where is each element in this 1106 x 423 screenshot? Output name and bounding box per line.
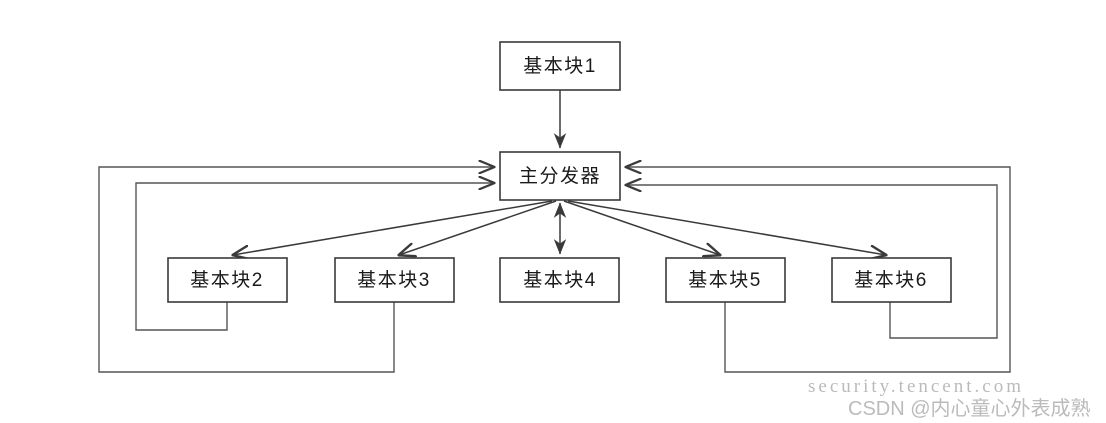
edge-return-block3 bbox=[98, 167, 494, 373]
node-block6-label: 基本块6 bbox=[854, 269, 928, 291]
node-block4[interactable]: 基本块4 bbox=[499, 257, 620, 303]
edge-dispatcher-to-block5 bbox=[563, 200, 720, 255]
node-dispatcher-label: 主分发器 bbox=[519, 165, 601, 187]
node-block3[interactable]: 基本块3 bbox=[334, 257, 455, 303]
node-block4-label: 基本块4 bbox=[523, 269, 597, 291]
node-block6[interactable]: 基本块6 bbox=[831, 257, 952, 303]
edge-dispatcher-to-block6 bbox=[567, 200, 886, 255]
watermark-tencent: security.tencent.com bbox=[808, 376, 1024, 397]
edge-return-block5 bbox=[626, 167, 1011, 373]
edge-dispatcher-to-block3 bbox=[399, 200, 557, 255]
node-block1[interactable]: 基本块1 bbox=[499, 41, 621, 91]
edge-return-block6 bbox=[626, 185, 998, 339]
node-block2-label: 基本块2 bbox=[190, 269, 264, 291]
watermark-csdn: CSDN @内心童心外表成熟 bbox=[848, 398, 1091, 420]
edge-return-block2 bbox=[135, 183, 494, 331]
node-block5-label: 基本块5 bbox=[688, 269, 762, 291]
node-block2[interactable]: 基本块2 bbox=[167, 257, 288, 303]
node-block1-label: 基本块1 bbox=[523, 55, 597, 77]
node-block5[interactable]: 基本块5 bbox=[665, 257, 786, 303]
edge-dispatcher-to-block2 bbox=[233, 200, 553, 255]
node-block3-label: 基本块3 bbox=[357, 269, 431, 291]
node-dispatcher[interactable]: 主分发器 bbox=[499, 151, 621, 201]
